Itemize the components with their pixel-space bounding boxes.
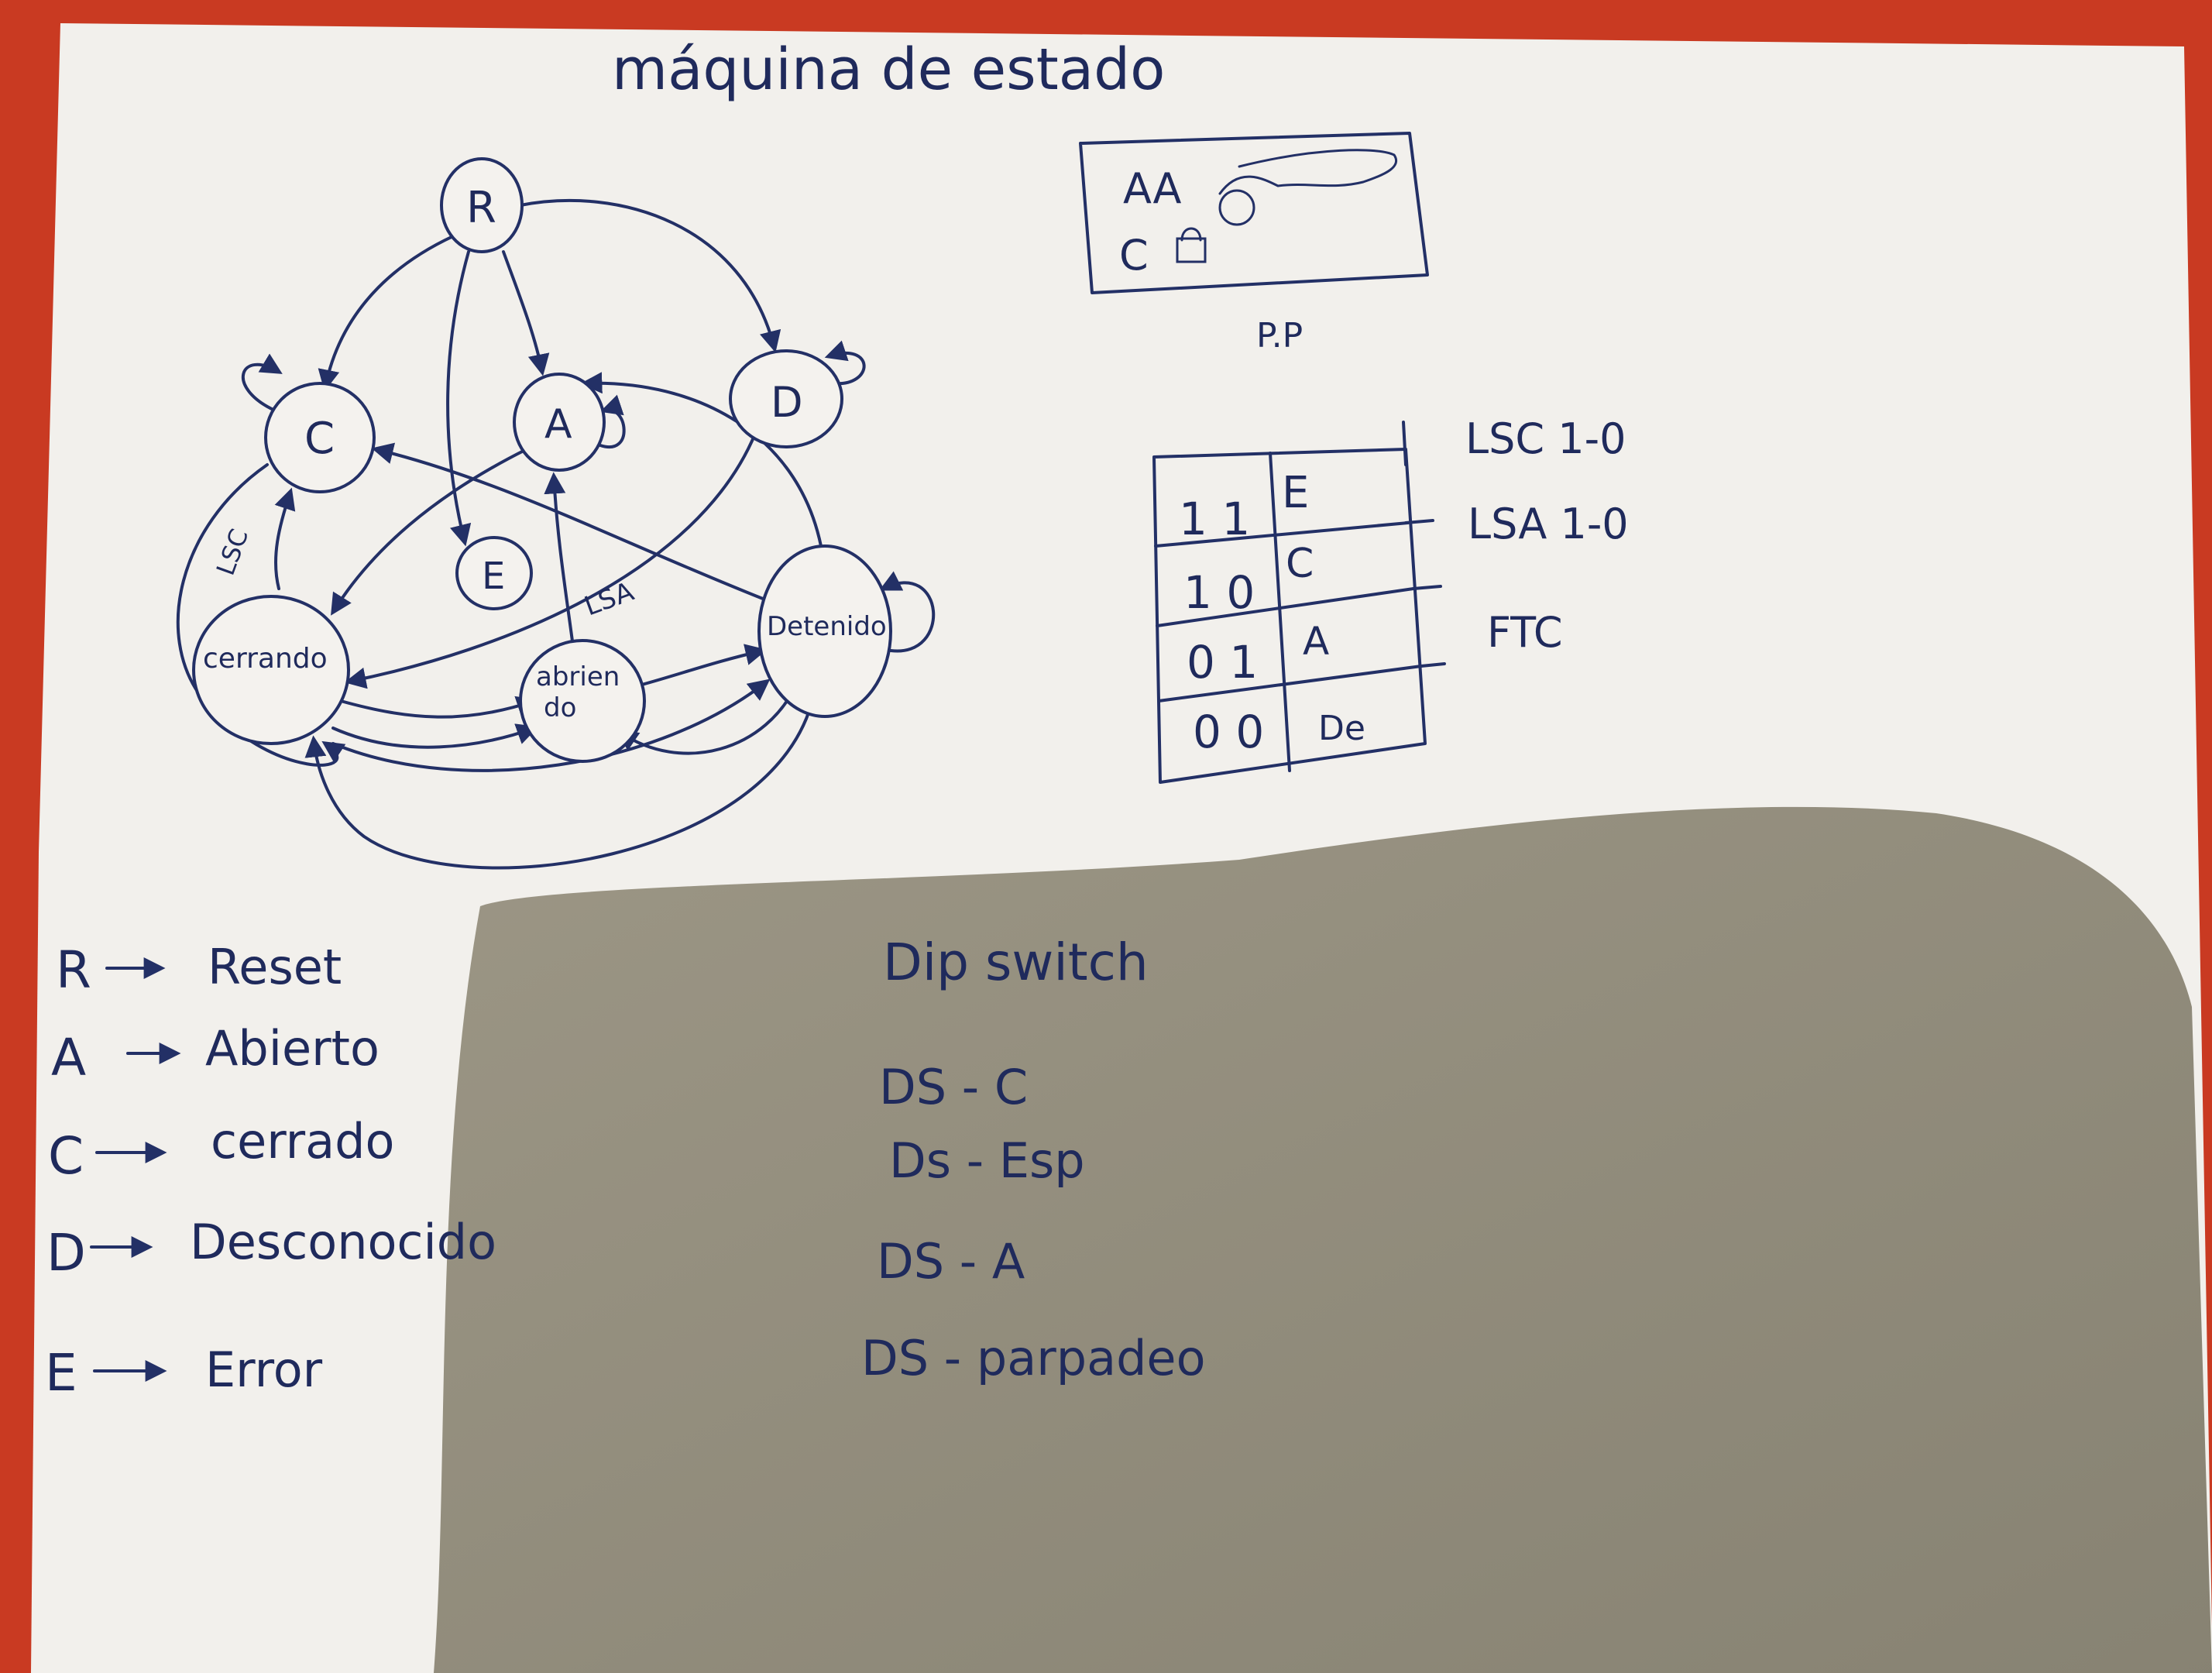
edge-cerrando-to-abriendo-2 bbox=[331, 723, 539, 749]
loop-c bbox=[241, 353, 283, 412]
pp-box: AA C P.P bbox=[1079, 132, 1429, 356]
state-legend: R Reset A Abierto C cerrado D Desconocid… bbox=[45, 939, 496, 1403]
loop-a bbox=[599, 394, 626, 449]
dip-switch-title: Dip switch bbox=[883, 933, 1149, 992]
edge-cerrando-to-abriendo bbox=[339, 696, 539, 719]
state-abriendo-label-2: do bbox=[544, 692, 576, 723]
row-2-state: C bbox=[1286, 541, 1314, 587]
state-e-label: E bbox=[482, 555, 505, 598]
state-cerrando bbox=[192, 595, 350, 745]
edge-r-to-c bbox=[318, 235, 455, 392]
state-c bbox=[264, 382, 376, 493]
loop-detenido bbox=[878, 571, 936, 653]
legend-value-a: Abierto bbox=[205, 1020, 380, 1077]
state-abriendo-label-1: abrien bbox=[536, 661, 620, 692]
truth-table: 1 1 E 1 0 C 0 1 A 0 0 De LSC 1-0 LSA 1-0… bbox=[1152, 414, 1629, 784]
edge-cerrando-to-c bbox=[274, 487, 296, 590]
legend-key-d: D bbox=[46, 1223, 86, 1283]
state-diagram: R C A D E cerrando abrien do Detenido LS… bbox=[176, 157, 936, 870]
pp-line1: AA bbox=[1123, 164, 1181, 213]
row-2-bits: 1 0 bbox=[1183, 566, 1255, 619]
dip-item-2: Ds - Esp bbox=[889, 1132, 1085, 1189]
dip-item-1: DS - C bbox=[879, 1059, 1028, 1115]
state-detenido-label: Detenido bbox=[767, 611, 887, 642]
edge-r-to-d bbox=[519, 199, 781, 353]
dip-item-4: DS - parpadeo bbox=[861, 1330, 1206, 1386]
lock-shackle bbox=[1180, 227, 1202, 242]
row-1-state: E bbox=[1282, 468, 1309, 518]
legend-key-r: R bbox=[56, 940, 91, 1000]
legend-value-c: cerrado bbox=[211, 1113, 394, 1170]
pp-line2: C bbox=[1119, 231, 1149, 280]
state-d-label: D bbox=[771, 378, 803, 427]
dip-item-3: DS - A bbox=[877, 1233, 1025, 1290]
table-row-divider-2 bbox=[1156, 587, 1415, 627]
edge-a-to-cerrando bbox=[331, 448, 528, 616]
row-3-state: A bbox=[1303, 619, 1329, 664]
legend-value-d: Desconocido bbox=[190, 1214, 496, 1270]
table-side-tick-1 bbox=[1404, 519, 1434, 524]
photo-shadow bbox=[434, 806, 2212, 1673]
pull-string-icon bbox=[1218, 149, 1397, 195]
table-side-tick-2 bbox=[1412, 585, 1442, 590]
state-detenido bbox=[757, 544, 892, 718]
state-abriendo bbox=[519, 639, 646, 763]
edge-r-to-e bbox=[446, 250, 472, 547]
table-row-divider-1 bbox=[1154, 521, 1410, 548]
state-d bbox=[729, 349, 843, 448]
signal-lsc: LSC 1-0 bbox=[1465, 414, 1626, 463]
edge-abriendo-to-detenido bbox=[637, 644, 768, 687]
table-row-divider-3 bbox=[1157, 665, 1423, 703]
state-cerrando-label: cerrando bbox=[203, 643, 328, 675]
legend-value-e: Error bbox=[205, 1341, 323, 1398]
row-1-bits: 1 1 bbox=[1179, 493, 1250, 545]
signal-ftc: FTC bbox=[1487, 608, 1563, 657]
edge-r-to-a bbox=[502, 250, 550, 376]
edge-detenido-to-c bbox=[371, 442, 768, 602]
lock-icon bbox=[1176, 237, 1207, 263]
legend-key-e: E bbox=[45, 1343, 77, 1403]
edge-abriendo-to-a bbox=[544, 472, 575, 648]
state-c-label: C bbox=[304, 414, 335, 464]
legend-value-r: Reset bbox=[208, 939, 342, 995]
loop-d bbox=[824, 340, 866, 386]
edge-detenido-to-cerrando bbox=[304, 696, 815, 870]
edge-d-to-cerrando bbox=[344, 432, 757, 689]
legend-key-a: A bbox=[51, 1028, 86, 1087]
table-top-extension bbox=[1402, 421, 1407, 466]
row-4-bits: 0 0 bbox=[1193, 706, 1264, 758]
dip-switch-notes: Dip switch DS - C Ds - Esp DS - A DS - p… bbox=[861, 933, 1206, 1386]
diagram-title: máquina de estado bbox=[612, 36, 1165, 103]
state-r bbox=[440, 157, 524, 253]
signal-lsa: LSA 1-0 bbox=[1468, 500, 1629, 548]
table-side-tick-3 bbox=[1420, 662, 1446, 668]
table-frame bbox=[1152, 448, 1427, 784]
state-e bbox=[455, 536, 533, 610]
state-r-label: R bbox=[466, 183, 496, 233]
state-a bbox=[513, 373, 606, 472]
row-4-state: De bbox=[1318, 709, 1365, 748]
row-3-bits: 0 1 bbox=[1187, 636, 1258, 689]
table-col-divider bbox=[1269, 452, 1291, 772]
pp-box-frame bbox=[1079, 132, 1429, 294]
edge-cerrando-to-detenido bbox=[331, 678, 771, 772]
legend-key-c: C bbox=[48, 1126, 84, 1186]
pull-string-knob bbox=[1218, 189, 1255, 226]
state-a-label: A bbox=[544, 401, 572, 448]
pp-caption: P.P bbox=[1256, 316, 1303, 356]
